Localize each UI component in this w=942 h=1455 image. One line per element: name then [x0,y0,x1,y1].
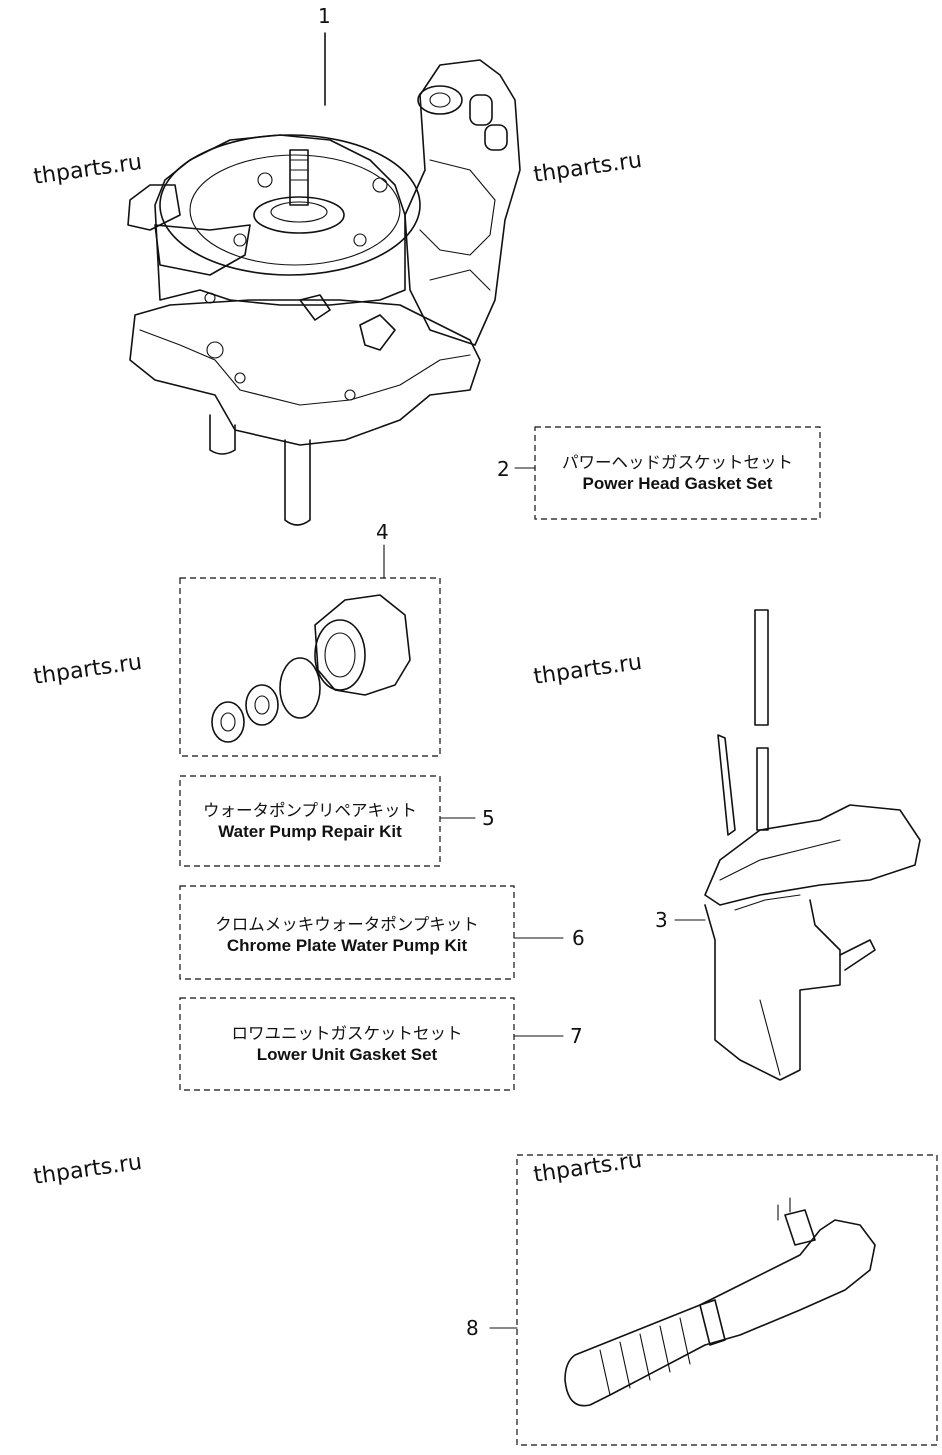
water-pump-repair-kit-label: ウォータポンプリペアキット Water Pump Repair Kit [180,800,440,842]
callout-number-4: 4 [376,520,389,544]
water-pump-parts-box [179,577,441,757]
power-head-gasket-set-label: パワーヘッドガスケットセット Power Head Gasket Set [535,452,820,494]
callout-number-6: 6 [572,926,585,950]
callout-number-8: 8 [466,1316,479,1340]
power-head-gasket-set-box [534,426,821,520]
callout-number-1: 1 [318,4,331,28]
label-english: Water Pump Repair Kit [218,822,402,841]
tiller-handle-box [516,1154,938,1446]
water-pump-repair-kit-box [179,775,441,867]
chrome-plate-water-pump-kit-label: クロムメッキウォータポンプキット Chrome Plate Water Pump… [180,914,514,956]
chrome-plate-water-pump-kit-box [179,885,515,980]
label-english: Chrome Plate Water Pump Kit [226,936,468,955]
callout-number-5: 5 [482,806,495,830]
callout-number-2: 2 [497,457,510,481]
lower-unit-illustration [704,609,921,1081]
lower-unit-gasket-set-label: ロワユニットガスケットセット Lower Unit Gasket Set [180,1023,514,1065]
label-japanese: ウォータポンプリペアキット [202,801,417,820]
water-pump-illustration [211,594,411,743]
label-japanese: パワーヘッドガスケットセット [562,453,793,472]
lower-unit-gasket-set-box [179,997,515,1091]
tiller-handle-illustration [564,1197,876,1407]
power-head-illustration [127,32,521,526]
label-japanese: クロムメッキウォータポンプキット [215,915,479,934]
label-japanese: ロワユニットガスケットセット [231,1024,463,1043]
callout-number-3: 3 [655,908,668,932]
label-english: Lower Unit Gasket Set [256,1045,438,1064]
label-english: Power Head Gasket Set [582,474,773,493]
callout-number-7: 7 [570,1024,583,1048]
